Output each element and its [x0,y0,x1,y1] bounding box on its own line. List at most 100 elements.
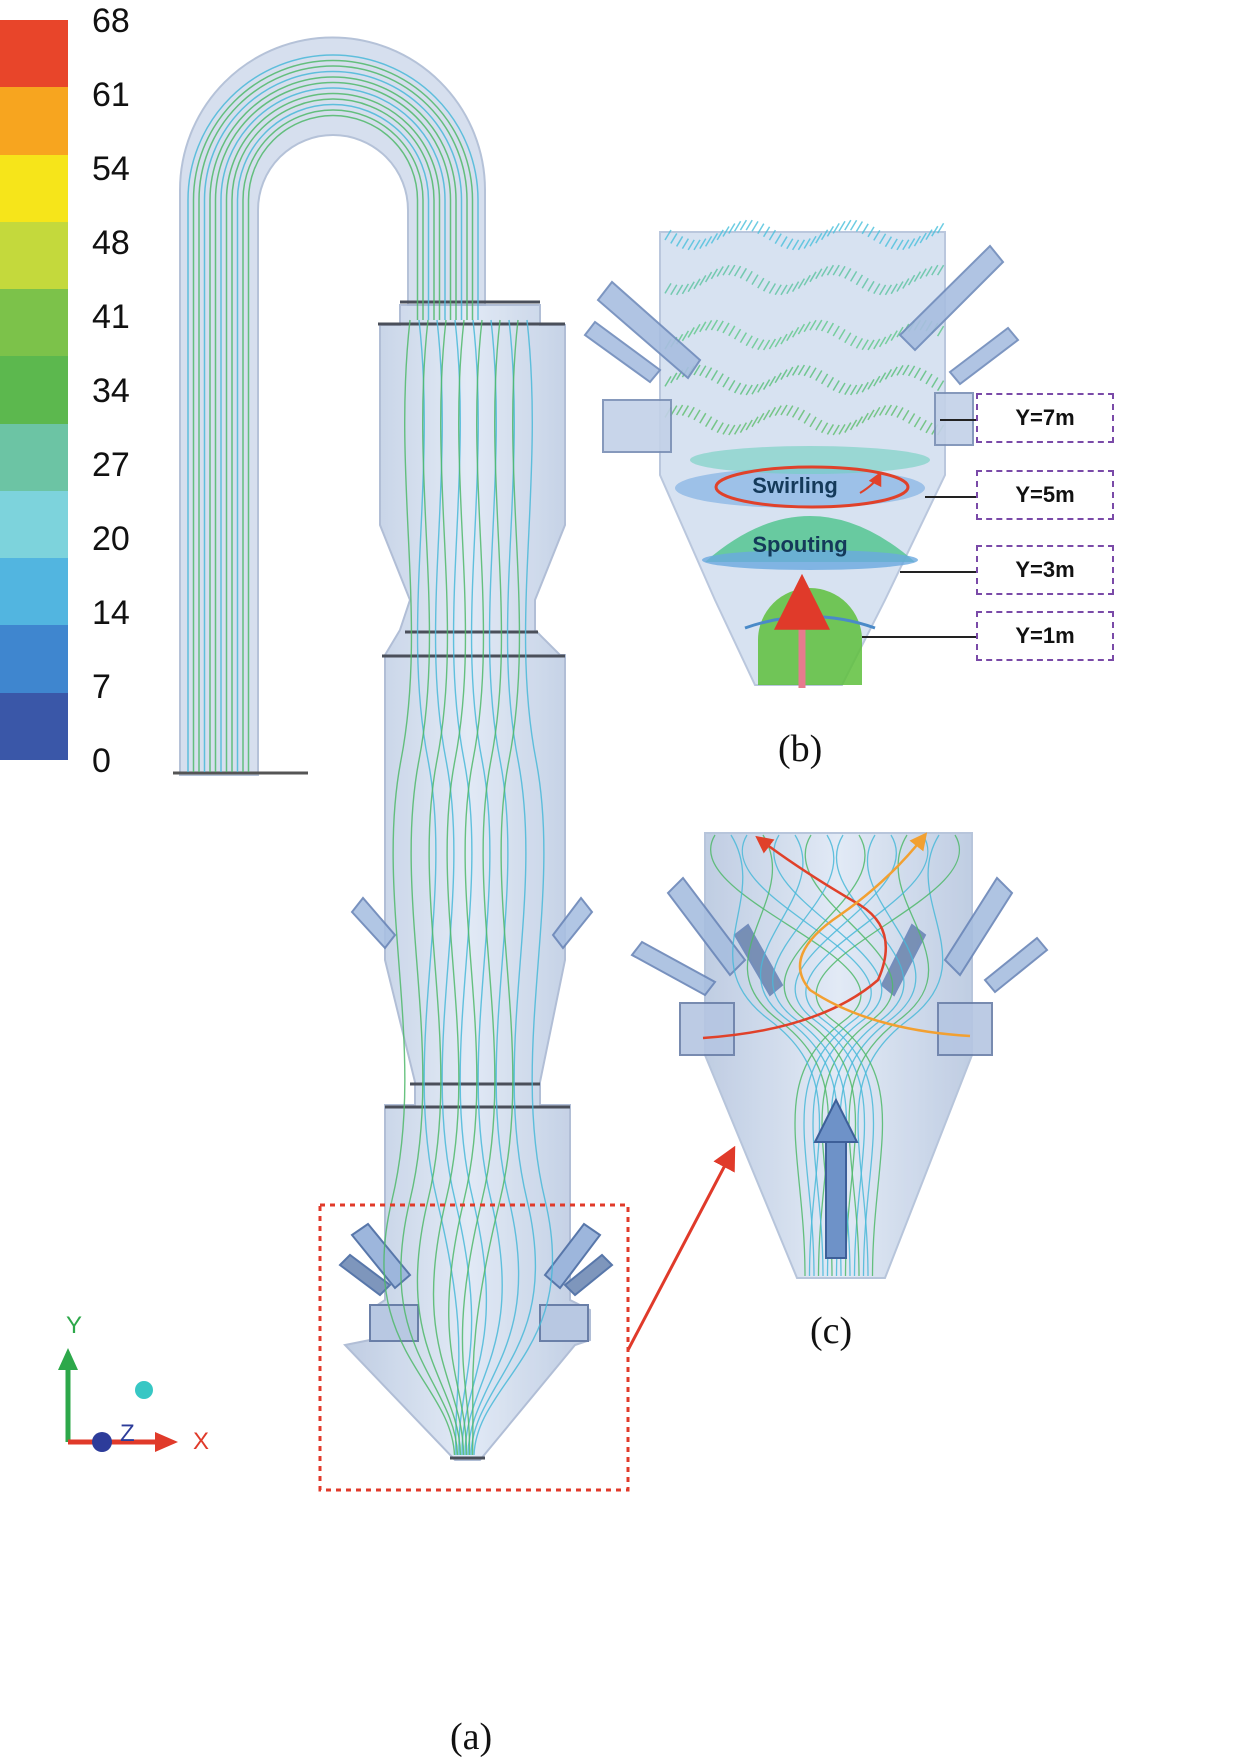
velocity-vector [768,229,777,241]
velocity-vector [768,406,777,418]
panel-c-pipes [630,876,1049,1056]
velocity-vector [751,383,759,395]
streamline [198,65,468,772]
velocity-vector [757,277,765,289]
velocity-vector [745,219,753,231]
velocity-vector [699,365,707,377]
velocity-vector [768,375,777,387]
velocity-vector [855,274,864,286]
velocity-vector [803,321,811,333]
velocity-vector [844,219,852,231]
colorbar-tick-label: 27 [92,446,130,484]
streamline [203,70,463,772]
velocity-vector [716,320,724,332]
velocity-vector [757,412,765,424]
velocity-vector [728,223,736,234]
streamline [432,319,467,1456]
velocity-vector [693,278,701,290]
velocity-vector [925,422,933,434]
colorbar-segment [0,289,68,357]
velocity-vector [762,409,771,421]
swirl-ring [714,465,910,509]
velocity-vector [797,409,806,421]
velocity-vector [815,232,823,244]
velocity-vector [855,221,864,232]
velocity-vector [896,407,904,418]
velocity-vector [890,238,898,250]
velocity-vector [786,366,794,378]
velocity-vector [925,265,933,277]
velocity-vector [826,225,835,237]
velocity-vector [745,419,753,431]
velocity-vector [757,339,765,351]
level-box-y5: Y=5m [976,470,1114,520]
velocity-vector [704,367,713,378]
velocity-vector [832,424,840,436]
velocity-vector [907,413,916,424]
velocity-vector [803,274,811,286]
velocity-vector [878,233,887,245]
velocity-vector [896,326,904,338]
velocity-vector [832,264,840,276]
velocity-vector [902,409,910,421]
colorbar-segment [0,558,68,626]
velocity-vector [780,236,788,247]
velocity-vector [861,339,869,351]
velocity-vector [890,330,898,341]
streamline [467,319,520,1456]
velocity-vector [919,268,927,280]
velocity-vector [774,372,782,384]
axis-label-x: X [193,1428,210,1455]
velocity-vector [902,364,910,376]
inlet-flow-arrow [813,1097,859,1259]
velocity-vector [884,404,893,416]
velocity-vector [849,384,858,396]
velocity-vector [809,235,817,247]
streamline [857,834,944,1277]
velocity-vector [931,264,939,276]
velocity-vector [878,405,887,416]
caption-panel-a: (a) [450,1716,493,1758]
velocity-vector [704,319,713,331]
velocity-vector [913,367,922,379]
velocity-vector [710,369,719,381]
level-leaders [862,419,978,638]
velocity-vector [780,404,788,416]
velocity-vector [878,372,887,383]
velocity-vector [774,405,782,416]
velocity-vector [728,379,736,391]
velocity-vector [820,320,829,332]
axes-triad [58,1348,178,1452]
velocity-vector [716,266,724,277]
streamline [464,319,503,1456]
velocity-vector [786,330,794,342]
velocity-vector [855,383,864,395]
colorbar-tick-label: 14 [92,594,130,632]
colorbar-tick-label: 7 [92,668,111,706]
velocity-vector [780,333,788,345]
velocity-vector [838,265,846,277]
velocity-vector [670,233,678,244]
level-box-y3: Y=3m [976,545,1114,595]
velocity-vector [681,283,690,295]
velocity-vector [739,267,748,279]
streamline [225,92,441,772]
velocity-vector [791,365,800,376]
panel-c-zoom [630,832,1049,1279]
streamline [236,103,430,772]
velocity-vector [693,323,701,335]
colorbar-segment [0,490,68,559]
streamline [247,114,419,772]
streamline [815,834,960,1277]
velocity-vector [722,322,730,334]
velocity-vector [768,283,777,294]
streamline [461,319,503,1456]
axis-label-y: Y [66,1312,83,1339]
velocity-vector [849,419,858,431]
velocity-vector [762,379,771,390]
velocity-vector [844,422,852,433]
velocity-vector [919,232,927,244]
velocity-vector [693,409,701,421]
velocity-vector [675,284,684,296]
velocity-vector [884,369,893,380]
